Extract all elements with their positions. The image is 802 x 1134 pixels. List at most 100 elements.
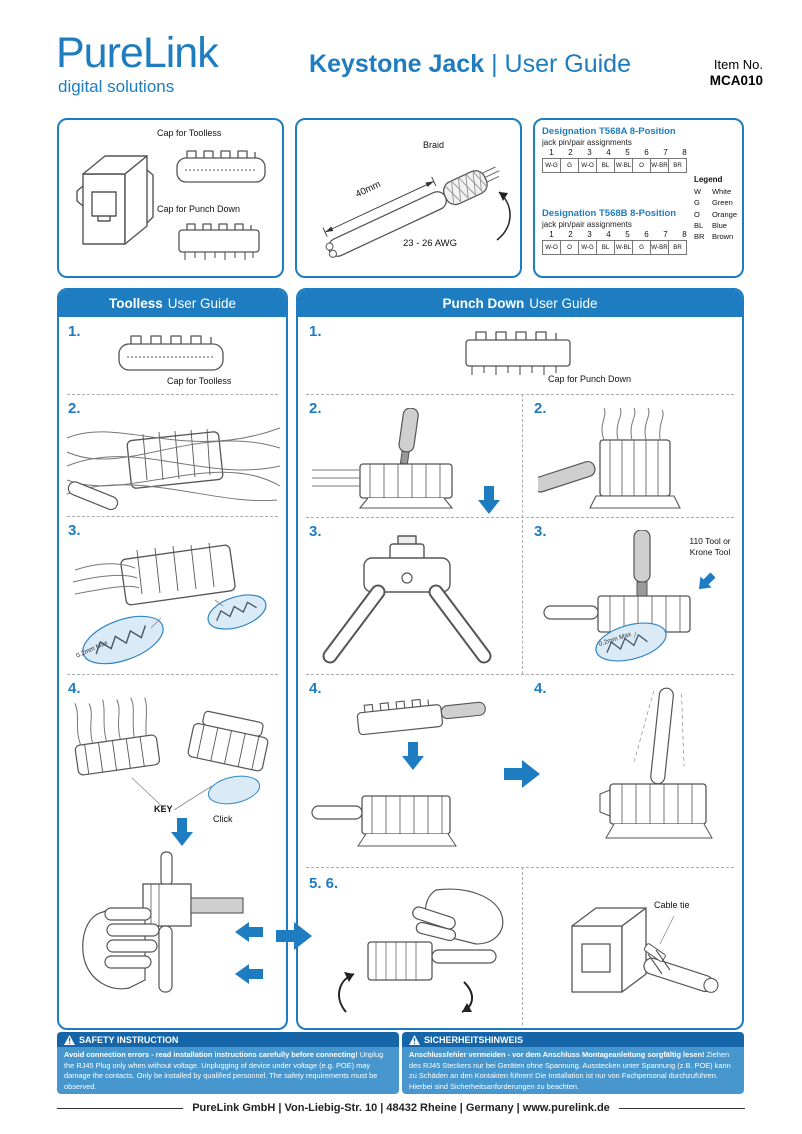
- pin-cell: W-BL: [614, 158, 633, 173]
- down-arrow-icon: [478, 486, 500, 514]
- footer-rule-left: [57, 1107, 184, 1109]
- page-title-bold: Keystone Jack: [309, 50, 485, 78]
- divider: [522, 394, 523, 674]
- logo-subtitle: digital solutions: [58, 77, 175, 96]
- purelink-logo: PureLink digital solutions: [56, 29, 219, 97]
- final-press-illustration: [338, 888, 504, 1013]
- cable-illustration: [322, 166, 511, 258]
- item-number-value: MCA010: [709, 73, 763, 89]
- pin-cell: BR: [668, 240, 687, 255]
- legend-code: BL: [693, 220, 704, 230]
- safety-de-text: Ziehen des RJ45 Steckers nur bei Geräten…: [409, 1050, 731, 1091]
- legend-row: W White: [694, 186, 737, 197]
- cable-insert-tool-illustration: [538, 407, 681, 509]
- divider: [67, 394, 278, 395]
- pin-cell: BR: [668, 158, 687, 173]
- pin-number: 5: [625, 230, 630, 239]
- pin-cell: W-BR: [650, 158, 669, 173]
- t568a-subtitle: jack pin/pair assignments: [542, 138, 632, 147]
- divider: [67, 516, 278, 517]
- punchdown-guide-title-bold: Punch Down: [442, 296, 525, 311]
- cap-key-illustration: [74, 697, 269, 811]
- braid-label: Braid: [423, 140, 445, 150]
- pin-cell: W-BL: [614, 240, 633, 255]
- legend-name: Blue: [711, 220, 727, 230]
- right-arrow-icon: [504, 760, 540, 788]
- legend-code: G: [693, 198, 700, 208]
- punchdown-step-3b-number: 3.: [534, 523, 547, 540]
- tool-label-line2: Krone Tool: [689, 546, 731, 557]
- pin-number: 6: [644, 230, 649, 239]
- item-number-label: Item No.: [713, 57, 763, 72]
- punchdown-step-4a-number: 4.: [309, 680, 322, 697]
- pin-number: 7: [663, 230, 668, 239]
- pin-cell: W-BR: [650, 240, 669, 255]
- cap-toolless-label: Cap for Toolless: [157, 128, 222, 138]
- cap-assembly-illustration: [311, 698, 486, 847]
- pin-cell: W-O: [578, 158, 597, 173]
- cable-tie-illustration: [571, 907, 719, 993]
- punchdown-step-4b-number: 4.: [534, 680, 547, 697]
- safety-instruction-de: SICHERHEITSHINWEIS Anschlussfehler verme…: [402, 1032, 744, 1094]
- divider: [306, 867, 734, 868]
- pin-number: 8: [682, 230, 687, 239]
- pin-number: 7: [663, 148, 668, 157]
- legend-name: White: [711, 187, 732, 196]
- legend-name: Green: [711, 198, 733, 208]
- divider: [67, 674, 278, 675]
- legend-code: O: [693, 209, 700, 219]
- legend-row: BL Blue: [694, 220, 737, 231]
- pin-number: 8: [682, 148, 687, 157]
- divider: [306, 674, 734, 675]
- pin-cell: O: [560, 240, 579, 255]
- click-label: Click: [213, 814, 233, 824]
- pin-number: 3: [587, 148, 592, 157]
- pin-cell: G: [632, 240, 651, 255]
- punchdown-guide-header: Punch Down User Guide: [298, 290, 742, 317]
- pin-cell: O: [632, 158, 651, 173]
- pin-number: 5: [625, 148, 630, 157]
- pin-cell: W-O: [542, 240, 561, 255]
- punchdown-cap-step-illustration: [465, 331, 571, 375]
- punch-tool-press-illustration: [312, 408, 454, 509]
- toolless-cap-caption: Cap for Toolless: [167, 376, 232, 386]
- pin-cell: W-G: [542, 158, 561, 173]
- hand-insertion-illustration: [82, 851, 244, 993]
- pin-assignment-box: Designation T568A 8-Position jack pin/pa…: [533, 118, 744, 278]
- down-arrow-icon: [402, 742, 424, 770]
- logo-wordmark: PureLink: [56, 29, 219, 77]
- safety-instruction-en: SAFETY INSTRUCTION Avoid connection erro…: [57, 1032, 399, 1094]
- punchdown-step-2b-number: 2.: [534, 400, 547, 417]
- legend-title: Legend: [693, 175, 723, 184]
- t568a-title: Designation T568A 8-Position: [542, 126, 676, 137]
- toolless-step-4-number: 4.: [68, 680, 81, 697]
- toolless-guide-title-bold: Toolless: [108, 296, 163, 311]
- punchdown-step-2a-number: 2.: [309, 400, 322, 417]
- punchdown-guide-title-rest: User Guide: [529, 296, 598, 311]
- warning-icon: [409, 1034, 420, 1045]
- pin-cell: BL: [596, 158, 615, 173]
- wire-insertion-illustration: [66, 427, 281, 511]
- toolless-step-3-number: 3.: [68, 522, 81, 539]
- left-arrow-icon: [235, 964, 263, 984]
- crimp-tool-illustration: [322, 535, 492, 664]
- item-number: Item No. MCA010: [710, 57, 763, 90]
- toolless-step-2-number: 2.: [68, 400, 81, 417]
- toolless-guide-title-rest: User Guide: [167, 296, 237, 311]
- cable-through-illustration: [599, 687, 713, 839]
- legend-code: W: [693, 187, 702, 196]
- down-arrow-icon: [171, 818, 193, 846]
- pin-number: 3: [587, 230, 592, 239]
- page-title-separator: |: [491, 50, 498, 78]
- punchdown-guide-box: Punch Down User Guide 1. Cap for Punch D…: [296, 288, 744, 1030]
- cable-tie-label: Cable tie: [654, 900, 690, 910]
- toolless-cap-illustration: [176, 150, 266, 183]
- toolless-guide-box: Toolless User Guide 1. Cap for Toolless …: [57, 288, 288, 1030]
- legend-name: Orange: [711, 209, 737, 219]
- punchdown-step-56-number: 5. 6.: [309, 875, 339, 892]
- pin-number: 4: [606, 230, 611, 239]
